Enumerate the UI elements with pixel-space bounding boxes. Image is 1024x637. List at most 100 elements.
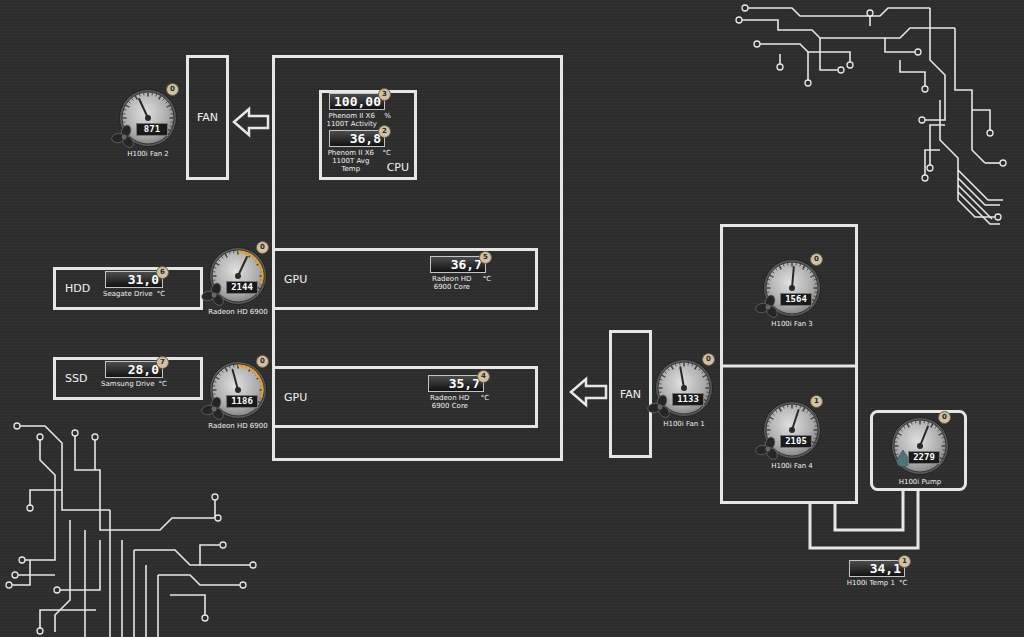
- gauge-tick: [225, 254, 227, 257]
- gauge-tick: [683, 363, 684, 367]
- gauge-dial: [653, 357, 715, 419]
- box-title: FAN: [620, 388, 641, 401]
- gauge-tick: [664, 372, 666, 374]
- gauge-value: 1564: [780, 293, 812, 306]
- gauge-tick: [695, 366, 697, 369]
- decor-path: [742, 20, 860, 38]
- sensor-readout: 36,8Phenom II X6 1100T Avg Temp°C2: [323, 130, 391, 173]
- fan-icon: [755, 294, 780, 320]
- gauge-dial: [117, 87, 179, 149]
- lcd-display: 100,00: [329, 93, 385, 110]
- component-box: SSD28,0Samsung Drive°C7: [53, 357, 203, 400]
- gauge-value: 871: [136, 123, 168, 136]
- decor-path: [40, 610, 96, 628]
- gauge: 2144Radeon HD 69000: [193, 245, 283, 317]
- gauge-tick: [675, 364, 677, 366]
- gauge-tick: [911, 422, 913, 424]
- decor-path: [869, 16, 871, 26]
- decor-circle: [27, 505, 33, 511]
- sensor-readout: 100,00Phenom II X6 1100T Activity%3: [323, 93, 391, 128]
- component-box: HDD31,0Seagate Drive°C6: [53, 267, 203, 310]
- gauge-tick: [167, 105, 170, 107]
- gauge-tick: [703, 375, 706, 377]
- gauge-hub: [681, 385, 687, 391]
- gauge-tick: [795, 263, 796, 265]
- gauge-tick: [128, 102, 130, 104]
- gauge-tick: [216, 263, 219, 265]
- readout-value: 35,7: [449, 376, 480, 391]
- callout-number: 3: [378, 88, 391, 101]
- gauge-tick: [791, 263, 792, 267]
- decor-circle: [927, 165, 933, 171]
- gauge-tick: [662, 375, 665, 377]
- decor-circle: [14, 423, 20, 429]
- callout-number: 4: [477, 370, 490, 383]
- decor-circle: [742, 5, 748, 11]
- gauge-tick: [895, 445, 899, 446]
- decor-circle: [922, 86, 928, 92]
- gauge-dial: [889, 415, 951, 477]
- gauge-tick: [927, 422, 929, 424]
- callout-number: 0: [256, 241, 269, 254]
- gauge-hub: [917, 443, 923, 449]
- gauge-needle: [238, 257, 247, 276]
- decor-path: [30, 490, 62, 505]
- gauge-needle: [139, 99, 148, 118]
- gauge: 1564H100i Fan 30: [747, 257, 837, 329]
- gauge-tick: [814, 279, 816, 281]
- gauge-needle: [680, 367, 684, 388]
- decor-path: [60, 540, 100, 590]
- decor-path: [55, 520, 70, 632]
- gauge-warning-arc: [238, 366, 262, 399]
- readout-label-row: H100i Temp 1°C: [842, 579, 912, 587]
- gauge-tick: [779, 266, 781, 269]
- decor-circle: [37, 628, 43, 634]
- gauge-tick: [143, 93, 144, 95]
- gauge-tick: [779, 408, 781, 411]
- gauge-face: [122, 92, 174, 144]
- gauge-tick: [699, 368, 701, 370]
- gauge: 2105H100i Fan 41: [747, 399, 837, 471]
- gauge-tick: [213, 393, 215, 394]
- gauge-value: 2144: [226, 281, 258, 294]
- gauge-tick: [225, 368, 227, 371]
- fan-blade: [210, 406, 225, 422]
- sensor-readout: 28,0Samsung Drive°C7: [98, 361, 170, 388]
- decor-path: [157, 575, 159, 637]
- readout-label: Phenom II X6 1100T Avg Temp: [323, 149, 379, 173]
- decor-circle: [838, 67, 844, 73]
- decor-path: [760, 44, 850, 62]
- gauge-tick: [659, 383, 661, 384]
- decor-path: [121, 540, 123, 637]
- gauge-tick: [783, 406, 785, 408]
- gauge-tick: [767, 287, 771, 288]
- decor-path: [807, 52, 809, 80]
- callout-number: 1: [898, 555, 911, 568]
- decor-circle: [777, 64, 783, 70]
- fan-icon: [201, 282, 226, 308]
- unit-label: °C: [483, 275, 491, 283]
- gauge-needle: [792, 267, 794, 288]
- fan-hub: [212, 407, 217, 412]
- gauge-tick: [935, 426, 937, 428]
- gauge-tick: [659, 391, 661, 392]
- readout-value: 36,8: [350, 131, 381, 146]
- gauge-tick: [939, 433, 942, 435]
- gauge-face: [212, 250, 264, 302]
- gauge-tick: [815, 433, 817, 434]
- readout-label-row: Phenom II X6 1100T Avg Temp°C: [323, 149, 391, 173]
- unit-label: %: [384, 112, 391, 120]
- gauge-needle: [920, 427, 928, 446]
- fan-hub: [658, 405, 663, 410]
- lcd-display: 28,0: [105, 361, 163, 378]
- gauge-tick: [171, 113, 173, 114]
- gauge-tick: [233, 251, 234, 253]
- fan-hub: [766, 305, 771, 310]
- decor-path: [842, 8, 930, 16]
- gauge-tick: [767, 425, 769, 426]
- gauge-tick: [132, 98, 134, 100]
- decor-circle: [215, 515, 221, 521]
- gauge: 1133H100i Fan 10: [639, 357, 729, 429]
- airflow-arrow: [234, 109, 268, 135]
- decor-path: [84, 530, 86, 637]
